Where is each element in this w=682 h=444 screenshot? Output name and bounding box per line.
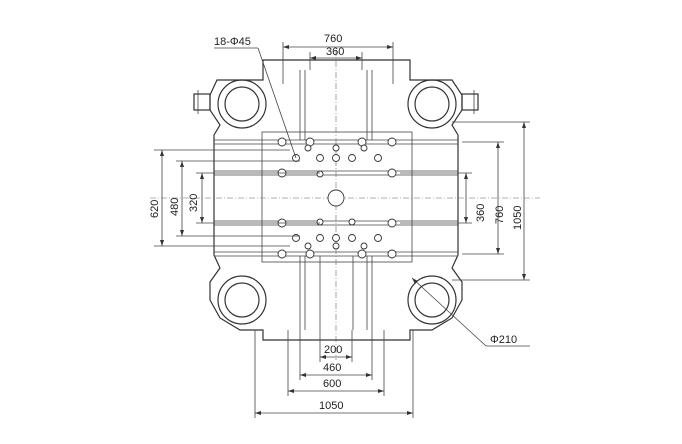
tie-bar-hole-bottom-right bbox=[414, 282, 450, 318]
dimension-left-320: 320 bbox=[188, 172, 320, 224]
dimension-right-1050: 1050 bbox=[452, 121, 530, 281]
dim-label-top-760: 760 bbox=[324, 33, 342, 45]
dim-label-right-1050: 1050 bbox=[512, 206, 524, 230]
dimension-bottom-600: 600 bbox=[287, 330, 385, 396]
tie-bar-hole-top-left bbox=[224, 86, 260, 122]
holes-label: 18-Φ45 bbox=[214, 36, 251, 48]
mounting-face bbox=[261, 131, 413, 263]
dimension-right-360: 360 bbox=[400, 172, 487, 224]
bore-callout: Φ210 bbox=[411, 277, 530, 347]
dim-label-right-360: 360 bbox=[475, 204, 487, 222]
tie-bar-boss-bottom-right bbox=[407, 275, 457, 325]
dimension-right-760: 760 bbox=[462, 141, 506, 255]
dim-label-left-620: 620 bbox=[149, 200, 161, 218]
dim-label-bottom-200: 200 bbox=[324, 344, 342, 356]
platen-outline bbox=[209, 59, 463, 341]
tie-bar-hole-bottom-left bbox=[224, 282, 260, 318]
dim-label-top-360: 360 bbox=[326, 46, 344, 58]
side-lug-left bbox=[193, 93, 211, 111]
dimension-left-620: 620 bbox=[149, 149, 290, 247]
tie-bar-hole-top-right bbox=[414, 86, 450, 122]
center-hole bbox=[327, 189, 345, 207]
dim-label-bottom-600: 600 bbox=[323, 378, 341, 390]
tie-bar-boss-top-right bbox=[407, 79, 457, 129]
dimension-bottom-200: 200 bbox=[319, 330, 353, 362]
side-lug-right bbox=[461, 93, 479, 111]
dimension-top-760: 760 bbox=[282, 33, 394, 84]
holes-callout: 18-Φ45 bbox=[214, 36, 297, 159]
dim-label-left-480: 480 bbox=[169, 198, 181, 216]
dimension-bottom-460: 460 bbox=[299, 330, 373, 380]
dim-label-bottom-460: 460 bbox=[323, 362, 341, 374]
tie-bar-boss-bottom-left bbox=[217, 275, 267, 325]
dim-label-left-320: 320 bbox=[188, 194, 200, 212]
dim-label-bottom-1050: 1050 bbox=[319, 400, 343, 412]
dimension-left-480: 480 bbox=[169, 160, 300, 237]
dimension-bottom-1050: 1050 bbox=[254, 330, 414, 418]
tie-bar-boss-top-left bbox=[217, 79, 267, 129]
dim-label-right-760: 760 bbox=[494, 206, 506, 224]
dimension-top-360: 360 bbox=[309, 46, 363, 70]
vertical-slots bbox=[299, 70, 373, 330]
mounting-holes bbox=[292, 144, 382, 250]
slot-pin-holes bbox=[277, 137, 397, 259]
bore-label: Φ210 bbox=[490, 334, 517, 346]
